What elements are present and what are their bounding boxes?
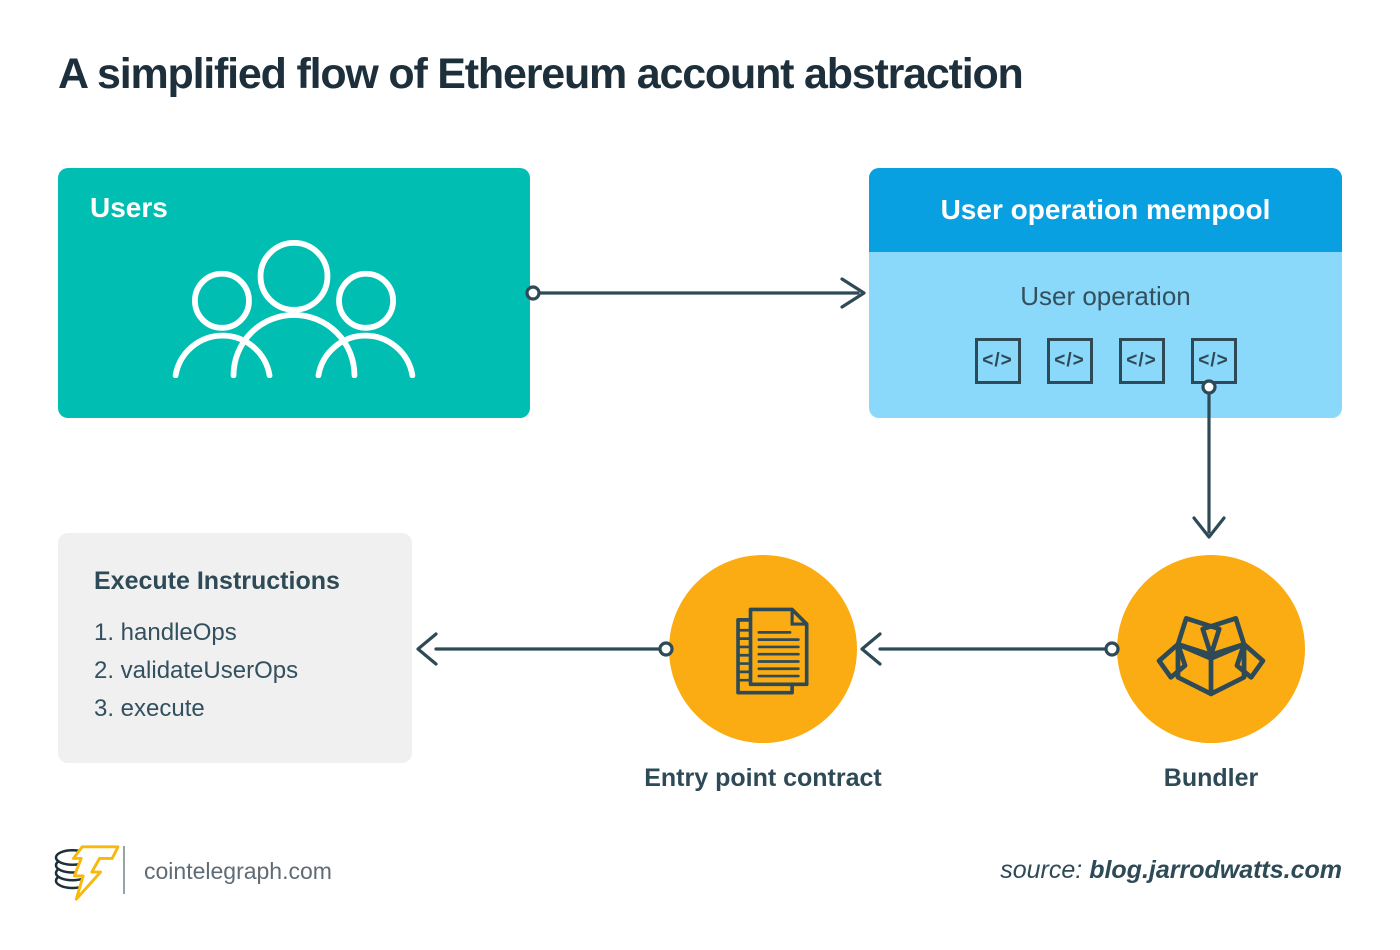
bundler-label: Bundler <box>1163 764 1259 792</box>
arrow-users-to-mempool <box>525 277 866 309</box>
code-glyph: </> <box>1054 350 1085 371</box>
user-operations-row: </> </> </> </> <box>869 338 1342 384</box>
arrow-entry-point-to-execute <box>416 632 674 666</box>
mempool-body: User operation </> </> </> </> <box>869 252 1342 384</box>
execute-instructions-box: Execute Instructions 1. handleOps 2. val… <box>58 533 412 763</box>
documents-icon <box>736 607 809 695</box>
footer-divider <box>123 846 125 894</box>
cointelegraph-logo <box>48 842 124 909</box>
source-link: blog.jarrodwatts.com <box>1089 856 1342 884</box>
bundler-circle <box>1117 555 1305 743</box>
open-box-icon <box>1156 615 1266 697</box>
entry-point-circle <box>669 555 857 743</box>
site-label: cointelegraph.com <box>144 858 332 884</box>
source-line: source: blog.jarrodwatts.com <box>1000 856 1342 885</box>
code-icon: </> <box>1046 338 1093 384</box>
users-box: Users <box>58 168 530 418</box>
execute-item: 3. execute <box>94 695 205 722</box>
mempool-header: User operation mempool <box>869 168 1342 252</box>
page-title: A simplified flow of Ethereum account ab… <box>58 50 1024 98</box>
mempool-box: User operation mempool User operation </… <box>869 168 1342 418</box>
code-icon: </> <box>974 338 1021 384</box>
code-icon: </> <box>1118 338 1165 384</box>
execute-item: 2. validateUserOps <box>94 657 299 684</box>
source-prefix: source: <box>1000 856 1090 884</box>
execute-item: 1. handleOps <box>94 619 237 646</box>
entry-point-label: Entry point contract <box>644 764 882 792</box>
users-label: Users <box>90 192 168 223</box>
arrow-bundler-to-entry-point <box>860 632 1120 666</box>
code-glyph: </> <box>1198 350 1229 371</box>
code-glyph: </> <box>982 350 1013 371</box>
code-icon: </> <box>1190 338 1237 384</box>
execute-title: Execute Instructions <box>94 567 340 595</box>
code-glyph: </> <box>1126 350 1157 371</box>
user-operation-label: User operation <box>1020 281 1191 311</box>
three-users-icon <box>129 230 459 378</box>
